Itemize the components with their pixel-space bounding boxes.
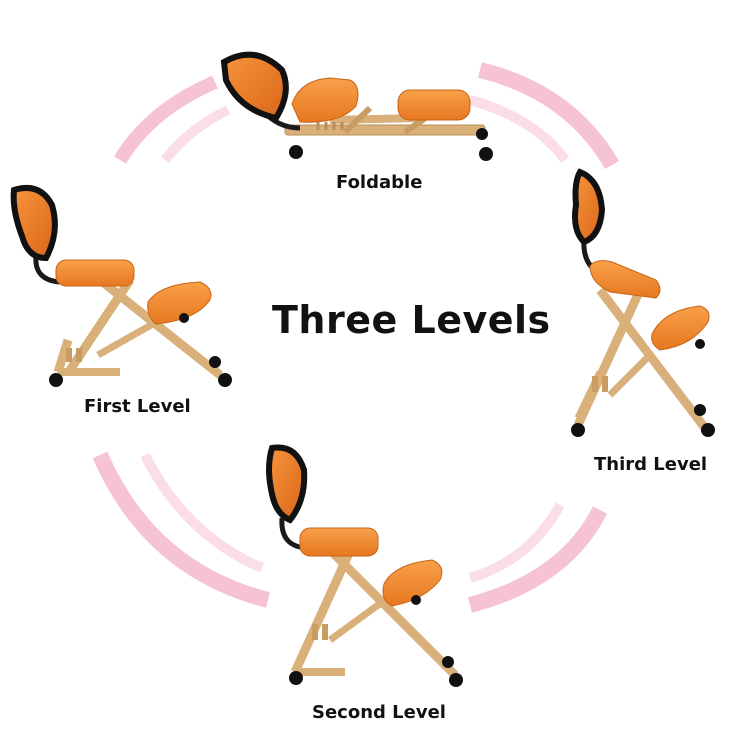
label-foldable: Foldable xyxy=(336,172,423,193)
chair-third-level xyxy=(571,168,715,437)
page-title: Three Levels xyxy=(272,298,551,342)
pink-arc-bottom-right xyxy=(467,502,608,613)
chair-second-level xyxy=(266,444,463,687)
chair-first-level xyxy=(10,184,232,387)
label-third-level: Third Level xyxy=(594,454,708,475)
pink-arc-top-left xyxy=(113,75,231,164)
pink-arc-top-right xyxy=(468,62,619,170)
label-first-level: First Level xyxy=(84,396,191,417)
chair-foldable xyxy=(220,51,493,161)
pink-arc-bottom-left xyxy=(92,451,270,608)
label-second-level: Second Level xyxy=(312,702,446,723)
